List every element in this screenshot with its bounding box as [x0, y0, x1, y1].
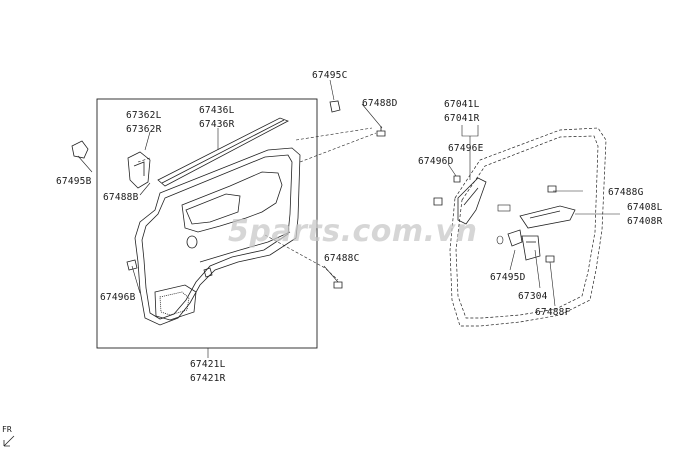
part-label-67421L: 67421L: [190, 359, 226, 370]
handle-67041: [457, 177, 487, 225]
part-label-67362L: 67362L: [126, 110, 162, 121]
door-inner-panel: [449, 127, 607, 327]
part-label-67421R: 67421R: [190, 373, 226, 384]
part-label-67362R: 67362R: [126, 124, 162, 135]
front-arrow-icon: [3, 435, 15, 447]
clip-67496D: [433, 197, 443, 206]
part-label-67408R: 67408R: [627, 216, 663, 227]
screw-67488F: [545, 255, 555, 263]
part-label-67488C: 67488C: [324, 253, 360, 264]
watermark: 5parts.com.vn: [228, 214, 478, 249]
clip-67496E: [453, 175, 461, 183]
clip-67495D: [507, 229, 523, 247]
part-label-67408L: 67408L: [627, 202, 663, 213]
part-label-67041L: 67041L: [444, 99, 480, 110]
part-label-67488D: 67488D: [362, 98, 398, 109]
part-label-67304: 67304: [518, 291, 548, 302]
screw-67488G: [547, 185, 557, 193]
clip-67495B: [71, 140, 89, 159]
part-label-67488B: 67488B: [103, 192, 139, 203]
clip-67496B: [126, 259, 138, 271]
front-direction-label: FR: [2, 425, 12, 434]
belt-moulding: [157, 117, 289, 187]
part-label-67436L: 67436L: [199, 105, 235, 116]
part-label-67496B: 67496B: [100, 292, 136, 303]
screw-67488C: [333, 281, 343, 289]
armrest-67408: [519, 205, 576, 229]
part-label-67436R: 67436R: [199, 119, 235, 130]
part-label-67488F: 67488F: [535, 307, 571, 318]
part-label-67495D: 67495D: [490, 272, 526, 283]
part-label-67488G: 67488G: [608, 187, 644, 198]
part-label-67496E: 67496E: [448, 143, 484, 154]
door-trim-panel: [134, 147, 301, 326]
assembly-frame: [96, 98, 318, 349]
handle-67362: [127, 151, 151, 189]
part-label-67496D: 67496D: [418, 156, 454, 167]
part-label-67495B: 67495B: [56, 176, 92, 187]
screw-67488D: [376, 126, 386, 137]
clip-67495C: [329, 100, 341, 113]
part-label-67041R: 67041R: [444, 113, 480, 124]
part-label-67495C: 67495C: [312, 70, 348, 81]
bracket-67304: [521, 235, 541, 261]
